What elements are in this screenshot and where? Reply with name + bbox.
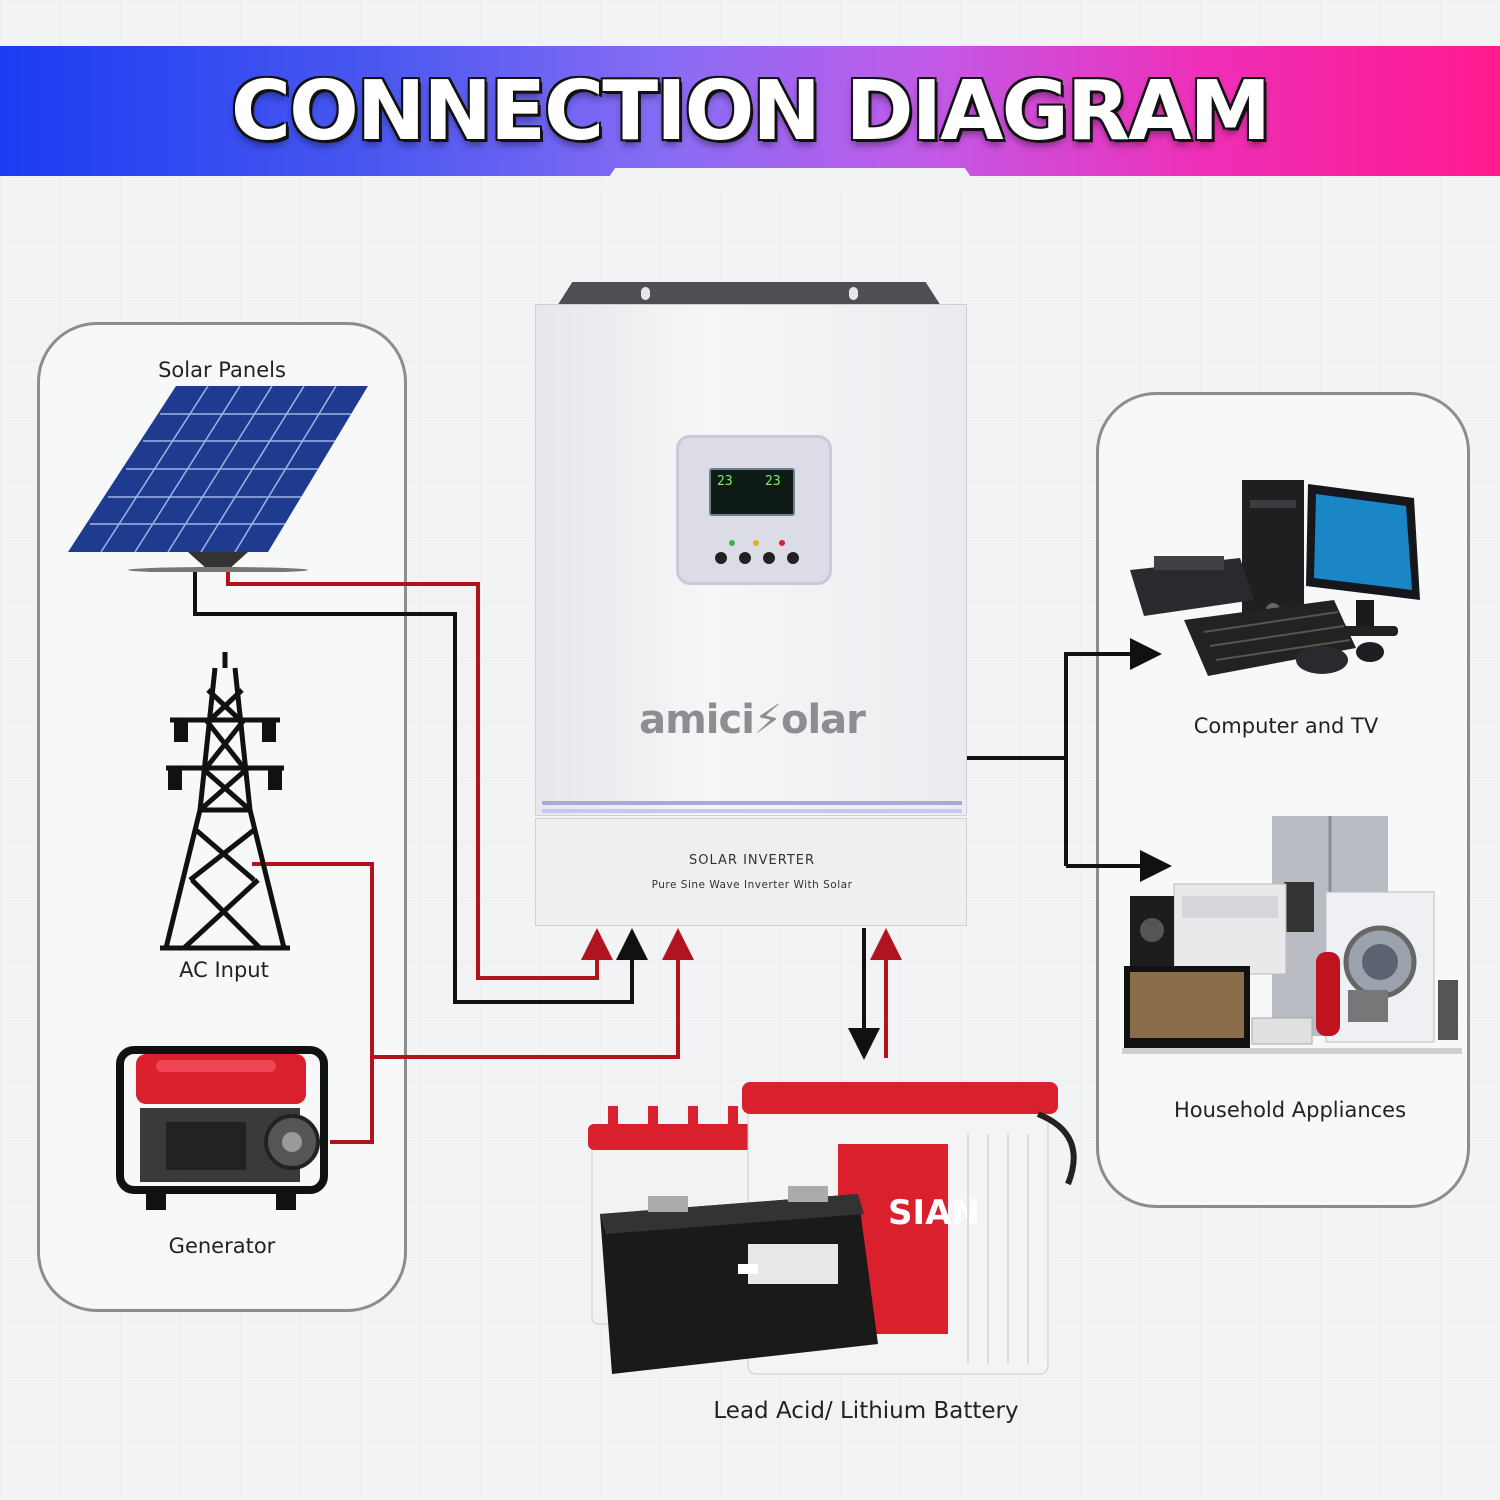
solar-inverter: 23 23 amici⚡olar SOLAR INVERTER Pure Sin…: [535, 282, 967, 926]
up-button[interactable]: [739, 552, 751, 564]
banner-tab: [600, 168, 980, 190]
inverter-footer: SOLAR INVERTER Pure Sine Wave Inverter W…: [535, 818, 967, 926]
solar-panel-icon: [68, 386, 368, 572]
svg-text:SIAN: SIAN: [888, 1193, 980, 1233]
generator-icon: [116, 1046, 328, 1210]
generator-label: Generator: [168, 1234, 276, 1258]
inverter-stripe: [542, 809, 962, 813]
computer-tv-icon: [1130, 480, 1420, 676]
product-name: SOLAR INVERTER: [688, 853, 816, 868]
mount-hole: [641, 287, 650, 300]
battery-label: Lead Acid/ Lithium Battery: [713, 1398, 1019, 1424]
page-title: CONNECTION DIAGRAM: [230, 63, 1271, 159]
control-panel: 23 23: [676, 435, 832, 585]
grid-generator-wire: [372, 928, 694, 1059]
brand-logo: amici⚡olar: [639, 697, 866, 743]
title-banner: CONNECTION DIAGRAM: [0, 46, 1500, 176]
household-appliances-label: Household Appliances: [1173, 1098, 1407, 1122]
lcd-right-reading: 23: [765, 474, 781, 489]
solar-panels-label: Solar Panels: [158, 358, 286, 382]
output-computer-wire: [1064, 638, 1162, 866]
lcd-left-reading: 23: [717, 474, 733, 489]
ac-inv-led: [729, 540, 735, 546]
ac-input-wire: [252, 862, 374, 1144]
enter-button[interactable]: [787, 552, 799, 564]
product-subtitle: Pure Sine Wave Inverter With Solar: [651, 879, 853, 891]
esc-button[interactable]: [715, 552, 727, 564]
inverter-stripe: [542, 801, 962, 805]
battery-icon: SIAN: [588, 1082, 1077, 1375]
lcd-display: 23 23: [709, 468, 795, 516]
solar-positive-wire: [226, 568, 613, 980]
fault-led: [779, 540, 785, 546]
household-appliances-icon: [1122, 816, 1462, 1054]
mount-hole: [849, 287, 858, 300]
mounting-bracket: [557, 282, 941, 306]
computer-tv-label: Computer and TV: [1193, 714, 1379, 738]
ac-input-label: AC Input: [179, 958, 269, 982]
down-button[interactable]: [763, 552, 775, 564]
solar-negative-wire: [193, 568, 648, 1004]
inverter-body: 23 23 amici⚡olar: [535, 304, 967, 816]
chg-led: [753, 540, 759, 546]
transmission-tower-icon: [160, 652, 290, 951]
